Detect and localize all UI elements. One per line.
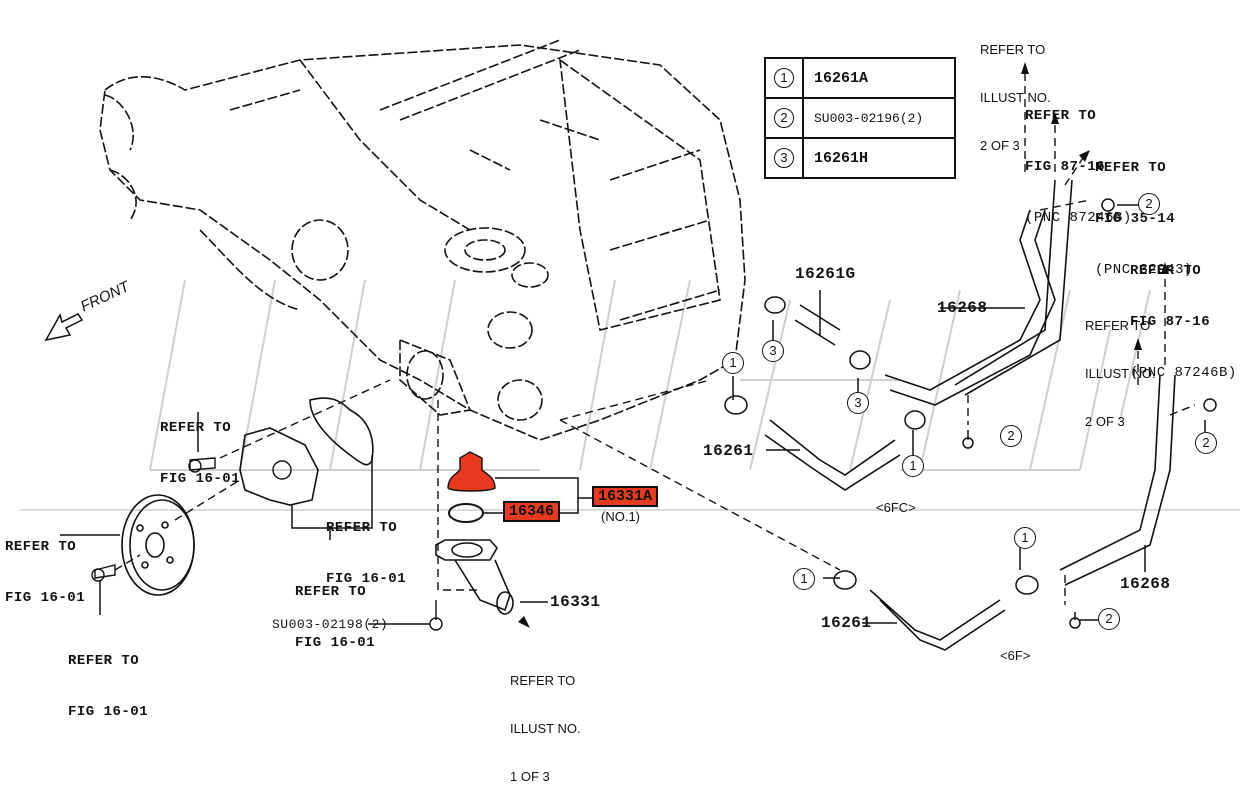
part-label-hose-g[interactable]: 16261G [795, 265, 856, 283]
refer-note-fig-16-01-pump[interactable]: REFER TO FIG 16-01 [295, 584, 376, 651]
watermark [20, 279, 1240, 511]
callout-1[interactable]: 1 [793, 568, 815, 590]
bolts [91, 457, 443, 631]
callout-1[interactable]: 1 [1014, 527, 1036, 549]
part-label-thermostat[interactable]: 16331A [592, 486, 659, 507]
dashed-guide-lines [114, 70, 1196, 605]
refer-note-fig-35-14[interactable]: REFER TO FIG 35-14 (PNC 32943) [1095, 160, 1193, 278]
clamps [724, 198, 1217, 629]
callout-number: 1 [774, 68, 794, 88]
part-label-hose-f[interactable]: 16261 [821, 614, 872, 632]
refer-note-fig-16-01-gasket[interactable]: REFER TO FIG 16-01 [326, 520, 407, 587]
callout-2[interactable]: 2 [1195, 432, 1217, 454]
thermostat-note: (NO.1) [601, 509, 640, 524]
refer-note-illust-2-right[interactable]: REFER TO ILLUST NO. 2 OF 3 [1085, 318, 1156, 429]
thermostat-gasket-drawing [448, 503, 484, 523]
legend-row: 1 16261A [764, 57, 956, 99]
front-arrow-icon [44, 313, 84, 342]
legend-part-number[interactable]: 16261H [802, 137, 956, 179]
part-label-pipe-fc[interactable]: 16268 [937, 299, 988, 317]
refer-note-illust-2-top[interactable]: REFER TO ILLUST NO. 2 OF 3 [980, 42, 1051, 153]
part-label-inlet-bolt[interactable]: SU003-02198(2) [272, 617, 389, 632]
diagram-canvas [20, 39, 1240, 651]
refer-note-fig-16-01-pulley-bolt[interactable]: REFER TO FIG 16-01 [68, 653, 149, 720]
variant-label-6f: <6F> [1000, 648, 1031, 663]
water-inlet-drawing [435, 539, 514, 615]
refer-note-fig-87-16-top[interactable]: REFER TO FIG 87-16 (PNC 87246B) [1025, 108, 1132, 226]
refer-note-fig-16-01-bolt[interactable]: REFER TO FIG 16-01 [160, 420, 241, 487]
pulley-drawing [121, 494, 195, 596]
legend-table: 1 16261A 2 SU003-02196(2) 3 16261H [764, 57, 956, 179]
callout-2[interactable]: 2 [1138, 193, 1160, 215]
hoses-and-pipes [764, 179, 1176, 651]
water-pump-drawing [239, 427, 319, 506]
arrow-heads [518, 62, 1169, 628]
callout-number: 3 [774, 148, 794, 168]
callout-3[interactable]: 3 [847, 392, 869, 414]
callout-2[interactable]: 2 [1000, 425, 1022, 447]
legend-part-number[interactable]: 16261A [802, 57, 956, 99]
variant-label-6fc: <6FC> [876, 500, 916, 515]
callout-number: 2 [774, 108, 794, 128]
part-label-hose-fc[interactable]: 16261 [703, 442, 754, 460]
legend-row: 2 SU003-02196(2) [764, 97, 956, 139]
callout-3[interactable]: 3 [762, 340, 784, 362]
refer-note-fig-87-16-right[interactable]: REFER TO FIG 87-16 (PNC 87246B) [1130, 263, 1237, 381]
legend-part-number[interactable]: SU003-02196(2) [802, 97, 956, 139]
part-label-gasket[interactable]: 16346 [503, 501, 561, 522]
callout-1[interactable]: 1 [902, 455, 924, 477]
refer-note-illust-1[interactable]: REFER TO ILLUST NO. 1 OF 3 [510, 673, 581, 784]
engine-block-drawing [99, 39, 746, 441]
callout-1[interactable]: 1 [722, 352, 744, 374]
callout-2[interactable]: 2 [1098, 608, 1120, 630]
legend-row: 3 16261H [764, 137, 956, 179]
thermostat-drawing [447, 451, 496, 492]
refer-note-fig-16-01-pulley[interactable]: REFER TO FIG 16-01 [5, 539, 86, 606]
part-label-pipe-f[interactable]: 16268 [1120, 575, 1171, 593]
part-label-water-inlet[interactable]: 16331 [550, 593, 601, 611]
